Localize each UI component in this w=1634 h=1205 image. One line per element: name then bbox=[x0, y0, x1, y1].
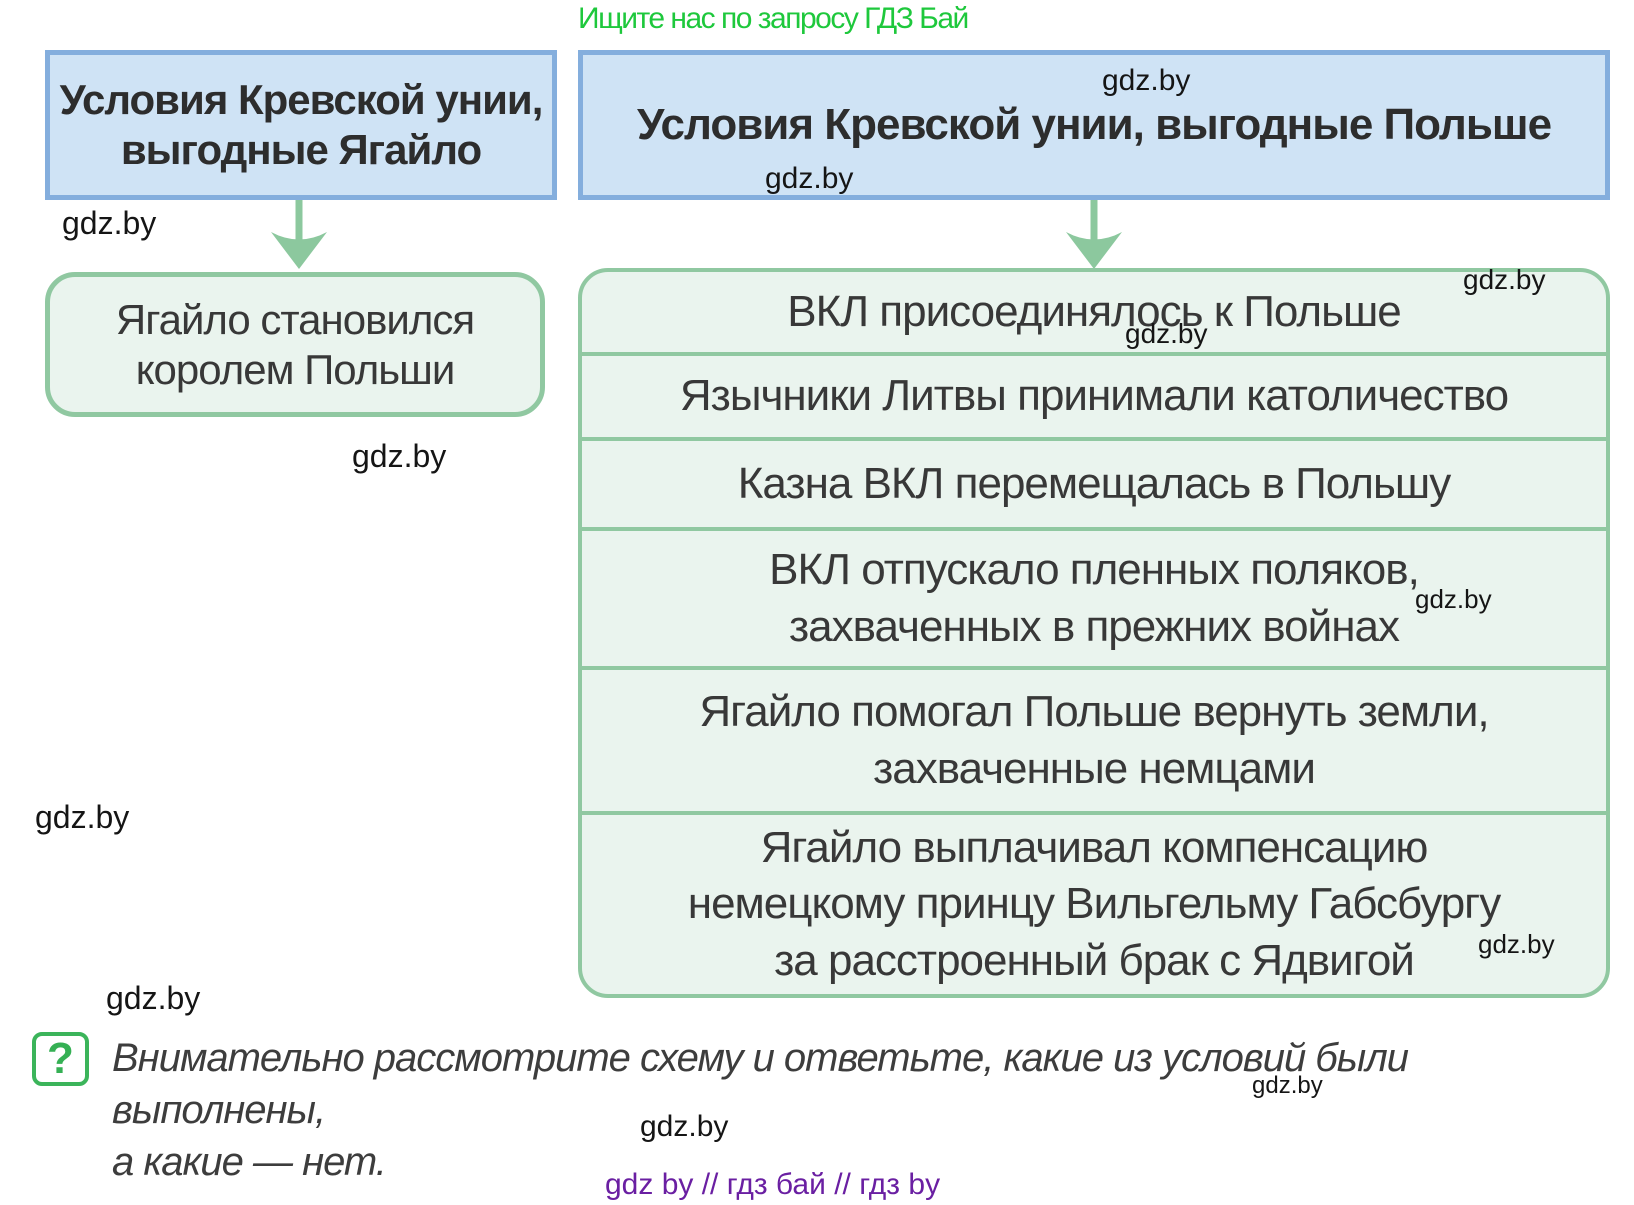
conditions-list-poland: ВКЛ присоединялось к Польше Язычники Лит… bbox=[578, 268, 1610, 998]
gdz-watermark: gdz.by bbox=[1125, 318, 1208, 349]
condition-text: Язычники Литвы принимали католичество bbox=[679, 371, 1509, 421]
question-mark-glyph: ? bbox=[47, 1034, 74, 1083]
condition-yagailo-line2: королем Польши bbox=[135, 345, 456, 393]
gdz-watermark: gdz.by bbox=[35, 799, 130, 835]
condition-text: за расстроенный брак с Ядвигой bbox=[774, 935, 1415, 985]
promo-banner: Ищите нас по запросу ГДЗ Бай bbox=[578, 2, 969, 35]
question-mark-icon: ? bbox=[32, 1032, 89, 1086]
gdz-watermark: gdz.by bbox=[62, 205, 157, 241]
gdz-watermark: gdz.by bbox=[765, 162, 854, 195]
condition-yagailo-line1: Ягайло становился bbox=[115, 295, 475, 343]
condition-text: ВКЛ присоединялось к Польше bbox=[787, 286, 1402, 336]
condition-text: захваченных в прежних войнах bbox=[789, 601, 1400, 651]
condition-text: немецкому принцу Вильгельму Габсбургу bbox=[687, 879, 1501, 929]
down-arrow-icon bbox=[271, 200, 327, 269]
condition-text: Казна ВКЛ перемещалась в Польшу bbox=[737, 458, 1451, 508]
condition-row: ВКЛ присоединялось к Польше bbox=[582, 272, 1606, 352]
condition-text: Ягайло выплачивал компенсацию bbox=[760, 823, 1429, 873]
condition-text: захваченные немцами bbox=[873, 743, 1316, 793]
header-box-yagailo: Условия Кревской унии, выгодные Ягайло bbox=[45, 50, 557, 200]
condition-text: Ягайло помогал Польше вернуть земли, bbox=[699, 687, 1489, 737]
question-text-line2: а какие — нет. bbox=[112, 1140, 387, 1184]
gdz-watermark: gdz.by bbox=[106, 980, 201, 1016]
gdz-watermark: gdz.by bbox=[1252, 1072, 1323, 1099]
header-yagailo-line1: Условия Кревской унии, bbox=[59, 76, 544, 123]
gdz-watermark: gdz.by bbox=[352, 438, 447, 474]
condition-row: Казна ВКЛ перемещалась в Польшу bbox=[582, 437, 1606, 527]
gdz-watermark: gdz.by bbox=[640, 1110, 729, 1143]
header-yagailo-line2: выгодные Ягайло bbox=[120, 126, 482, 173]
condition-row: ВКЛ отпускало пленных поляков, захваченн… bbox=[582, 527, 1606, 666]
condition-text: ВКЛ отпускало пленных поляков, bbox=[769, 545, 1420, 595]
footer-search-terms: gdz by // гдз бай // гдз by bbox=[605, 1168, 941, 1201]
condition-row: Ягайло помогал Польше вернуть земли, зах… bbox=[582, 666, 1606, 811]
down-arrow-icon bbox=[1066, 200, 1122, 269]
condition-row: Язычники Литвы принимали католичество bbox=[582, 352, 1606, 437]
gdz-watermark: gdz.by bbox=[1415, 584, 1492, 614]
condition-box-yagailo: Ягайло становился королем Польши bbox=[45, 272, 545, 417]
gdz-watermark: gdz.by bbox=[1478, 929, 1555, 959]
header-poland-text: Условия Кревской унии, выгодные Польше bbox=[636, 100, 1552, 149]
condition-row: Ягайло выплачивал компенсацию немецкому … bbox=[582, 811, 1606, 994]
header-box-poland: Условия Кревской унии, выгодные Польше bbox=[578, 50, 1610, 200]
gdz-watermark: gdz.by bbox=[1102, 64, 1191, 97]
question-text-line1: Внимательно рассмотрите схему и ответьте… bbox=[112, 1036, 1409, 1132]
gdz-watermark: gdz.by bbox=[1463, 264, 1546, 295]
question-text: Внимательно рассмотрите схему и ответьте… bbox=[112, 1032, 1572, 1188]
